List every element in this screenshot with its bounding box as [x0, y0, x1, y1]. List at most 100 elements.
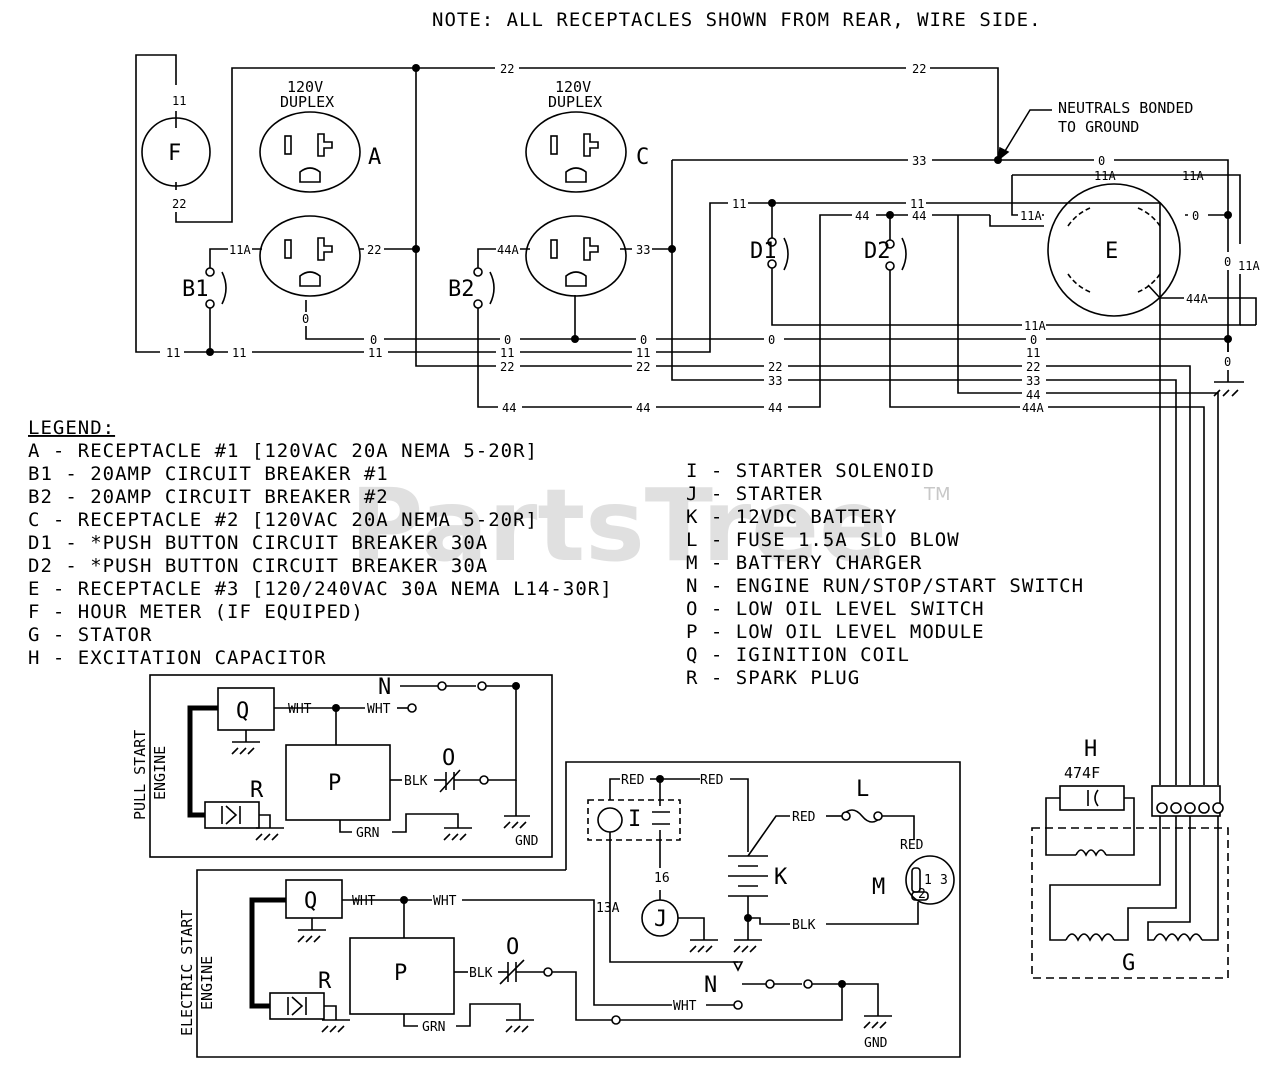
svg-text:B1: B1	[182, 277, 209, 302]
svg-text:L - FUSE 1.5A SLO BLOW: L - FUSE 1.5A SLO BLOW	[686, 529, 960, 551]
electric-start-engine: Q P R N O I J K L M 1 2 3 WHT WHT WHT BL…	[178, 761, 961, 1058]
svg-text:WHT: WHT	[433, 894, 457, 909]
wire-22-bus	[415, 68, 1191, 785]
svg-text:D2: D2	[864, 239, 891, 264]
svg-text:ENGINE: ENGINE	[151, 746, 169, 800]
stator-g	[1031, 785, 1229, 979]
svg-text:C - RECEPTACLE #2 [120VAC 20A: C - RECEPTACLE #2 [120VAC 20A NEMA 5-20R…	[28, 509, 538, 531]
breaker-d1	[767, 237, 789, 271]
legend: LEGEND: A - RECEPTACLE #1 [120VAC 20A NE…	[28, 417, 1084, 689]
svg-text:22: 22	[500, 360, 514, 374]
svg-text:I - STARTER SOLENOID: I - STARTER SOLENOID	[686, 460, 935, 482]
svg-text:0: 0	[1098, 154, 1105, 168]
svg-text:R - SPARK PLUG: R - SPARK PLUG	[686, 667, 860, 689]
breaker-b2	[473, 267, 495, 309]
svg-text:WHT: WHT	[288, 702, 312, 717]
svg-text:0: 0	[1224, 355, 1231, 369]
svg-text:22: 22	[500, 62, 514, 76]
hour-meter-wiring	[135, 54, 999, 353]
svg-text:11A: 11A	[1182, 169, 1204, 183]
svg-text:44: 44	[1026, 388, 1040, 402]
svg-text:0: 0	[1224, 255, 1231, 269]
svg-text:33: 33	[768, 374, 782, 388]
capacitor-value: 474F	[1064, 764, 1100, 782]
svg-text:22: 22	[768, 360, 782, 374]
partstree-watermark: PartsTree	[350, 467, 887, 584]
capacitor-h-letter: H	[1084, 737, 1097, 762]
svg-text:P - LOW OIL LEVEL MODULE: P - LOW OIL LEVEL MODULE	[686, 621, 985, 643]
svg-text:O: O	[442, 746, 455, 771]
svg-text:Q: Q	[236, 699, 249, 724]
svg-text:44: 44	[912, 209, 926, 223]
svg-text:44: 44	[502, 401, 516, 415]
wire-labels-top: 22 22 11 22 11A 22 44A 33 33 0 11 11 44 …	[160, 61, 1260, 415]
svg-text:120V: 120V	[287, 78, 323, 96]
svg-text:Q: Q	[304, 889, 317, 914]
hour-meter-f	[141, 117, 211, 187]
svg-text:WHT: WHT	[673, 999, 697, 1014]
svg-text:0: 0	[640, 333, 647, 347]
rear-wire-side-note: NOTE: ALL RECEPTACLES SHOWN FROM REAR, W…	[432, 9, 1042, 31]
svg-text:WHT: WHT	[367, 702, 391, 717]
svg-text:11: 11	[368, 346, 382, 360]
svg-text:0: 0	[768, 333, 775, 347]
svg-text:11: 11	[172, 94, 186, 108]
svg-text:22: 22	[172, 197, 186, 211]
svg-text:44A: 44A	[1022, 401, 1044, 415]
svg-text:0: 0	[302, 312, 309, 326]
svg-text:TO GROUND: TO GROUND	[1058, 118, 1139, 136]
svg-text:N - ENGINE RUN/STOP/START SWIT: N - ENGINE RUN/STOP/START SWITCH	[686, 575, 1084, 597]
svg-text:33: 33	[912, 154, 926, 168]
svg-text:G - STATOR: G - STATOR	[28, 624, 152, 646]
svg-text:K: K	[774, 865, 788, 890]
svg-text:R: R	[250, 778, 264, 803]
svg-text:33: 33	[636, 243, 650, 257]
svg-text:1: 1	[924, 873, 932, 888]
svg-text:2: 2	[918, 887, 926, 902]
svg-text:RED: RED	[621, 773, 645, 788]
svg-text:11A: 11A	[1024, 319, 1046, 333]
svg-text:I: I	[628, 807, 641, 832]
junction-nodes	[206, 64, 1232, 356]
svg-text:F: F	[168, 141, 181, 166]
breaker-d2	[885, 237, 907, 271]
svg-text:F - HOUR METER (IF EQUIPED): F - HOUR METER (IF EQUIPED)	[28, 601, 364, 623]
svg-text:DUPLEX: DUPLEX	[548, 93, 602, 111]
svg-text:B2: B2	[448, 277, 475, 302]
svg-text:11A: 11A	[229, 243, 251, 257]
svg-text:J - STARTER: J - STARTER	[686, 483, 823, 505]
receptacle-a	[259, 111, 361, 297]
svg-text:L: L	[856, 777, 869, 802]
svg-text:O: O	[506, 935, 519, 960]
svg-text:0: 0	[370, 333, 377, 347]
svg-text:0: 0	[1030, 333, 1037, 347]
svg-text:22: 22	[367, 243, 381, 257]
svg-text:DUPLEX: DUPLEX	[280, 93, 334, 111]
svg-text:33: 33	[1026, 374, 1040, 388]
svg-text:11: 11	[910, 197, 924, 211]
svg-text:BLK: BLK	[469, 966, 493, 981]
svg-text:22: 22	[1026, 360, 1040, 374]
svg-text:M - BATTERY CHARGER: M - BATTERY CHARGER	[686, 552, 922, 574]
svg-text:M: M	[872, 875, 885, 900]
svg-text:11: 11	[500, 346, 514, 360]
svg-text:R: R	[318, 969, 332, 994]
receptacle-c	[525, 111, 627, 297]
svg-text:44: 44	[636, 401, 650, 415]
svg-text:A: A	[368, 145, 381, 170]
svg-text:44A: 44A	[1186, 292, 1208, 306]
svg-text:N: N	[378, 675, 391, 700]
svg-text:D1: D1	[750, 239, 777, 264]
svg-text:O - LOW OIL LEVEL SWITCH: O - LOW OIL LEVEL SWITCH	[686, 598, 985, 620]
svg-text:BLK: BLK	[404, 774, 428, 789]
svg-text:P: P	[328, 771, 341, 796]
svg-text:J: J	[654, 907, 667, 932]
svg-text:H - EXCITATION CAPACITOR: H - EXCITATION CAPACITOR	[28, 647, 327, 669]
svg-text:11A: 11A	[1238, 259, 1260, 273]
svg-text:11: 11	[1026, 346, 1040, 360]
svg-text:PULL START: PULL START	[131, 730, 149, 820]
svg-text:D1 - *PUSH BUTTON CIRCUIT BREA: D1 - *PUSH BUTTON CIRCUIT BREAKER 30A	[28, 532, 488, 554]
receptacle-e	[1047, 183, 1181, 317]
svg-text:GRN: GRN	[422, 1020, 445, 1035]
svg-text:K - 12VDC BATTERY: K - 12VDC BATTERY	[686, 506, 897, 528]
